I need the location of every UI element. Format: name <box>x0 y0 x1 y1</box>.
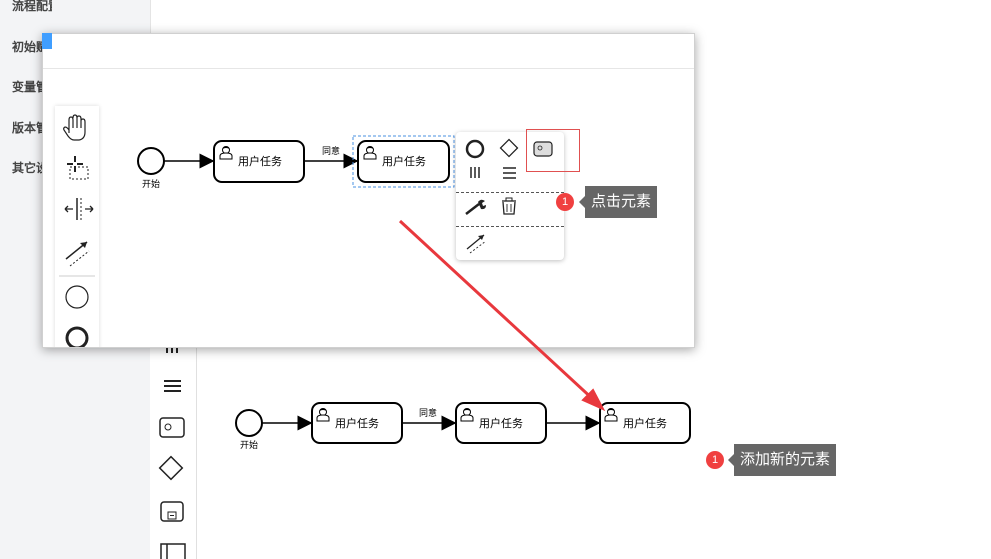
popup-header <box>43 34 694 69</box>
tip-label: 点击元素 <box>585 186 658 218</box>
flow-label: 同意 <box>322 145 340 156</box>
task-label: 用户任务 <box>623 416 667 430</box>
context-pad-separator <box>456 192 564 193</box>
sequential-multi-instance-icon[interactable] <box>164 380 181 392</box>
context-pad-separator <box>456 226 564 227</box>
flow-label: 同意 <box>419 407 437 418</box>
tip-label: 添加新的元素 <box>734 444 837 476</box>
user-task-3-new[interactable] <box>599 402 691 444</box>
hand-tool-icon[interactable] <box>63 114 86 141</box>
append-task-icon[interactable] <box>533 141 553 157</box>
selection-outline <box>352 135 455 188</box>
append-end-event-icon[interactable] <box>465 139 485 159</box>
global-connect-icon[interactable] <box>65 241 90 267</box>
pool-icon[interactable] <box>160 543 186 559</box>
sequential-multi-instance-icon[interactable] <box>503 167 516 179</box>
connect-icon[interactable] <box>466 234 487 254</box>
sidebar-item-process-config[interactable]: 流程配置 <box>12 0 52 13</box>
start-event-icon[interactable] <box>65 285 89 309</box>
task-label: 用户任务 <box>335 416 379 430</box>
user-task-1[interactable] <box>213 140 305 183</box>
append-gateway-icon[interactable] <box>499 138 519 158</box>
highlight-box <box>526 129 580 172</box>
lasso-tool-icon[interactable] <box>67 156 89 180</box>
user-task-2-selected[interactable] <box>357 140 450 183</box>
diagram-before: 开始 用户任务 同意 用户任务 <box>137 135 455 189</box>
task-label: 用户任务 <box>382 154 426 168</box>
tip-badge: 1 <box>706 451 724 469</box>
background-palette <box>150 330 197 559</box>
tip-badge: 1 <box>556 193 574 211</box>
user-task-1[interactable] <box>311 402 403 444</box>
task-label: 用户任务 <box>479 416 523 430</box>
service-task-icon[interactable] <box>159 417 185 438</box>
task-label: 用户任务 <box>238 154 282 168</box>
start-event[interactable] <box>235 409 263 437</box>
subprocess-icon[interactable] <box>160 501 184 522</box>
tool-palette <box>55 106 99 348</box>
space-tool-icon[interactable] <box>64 198 94 220</box>
trash-icon[interactable] <box>502 197 516 215</box>
start-event-label: 开始 <box>240 439 258 450</box>
gateway-icon[interactable] <box>158 455 184 481</box>
end-event-icon[interactable] <box>65 326 89 348</box>
start-event-label: 开始 <box>142 178 160 189</box>
parallel-multi-instance-icon[interactable] <box>470 167 480 178</box>
wrench-icon[interactable] <box>465 199 486 215</box>
tip-pointer <box>728 454 734 466</box>
tip-pointer <box>579 196 585 208</box>
start-event[interactable] <box>137 147 165 175</box>
popup-accent-bar <box>42 33 52 49</box>
